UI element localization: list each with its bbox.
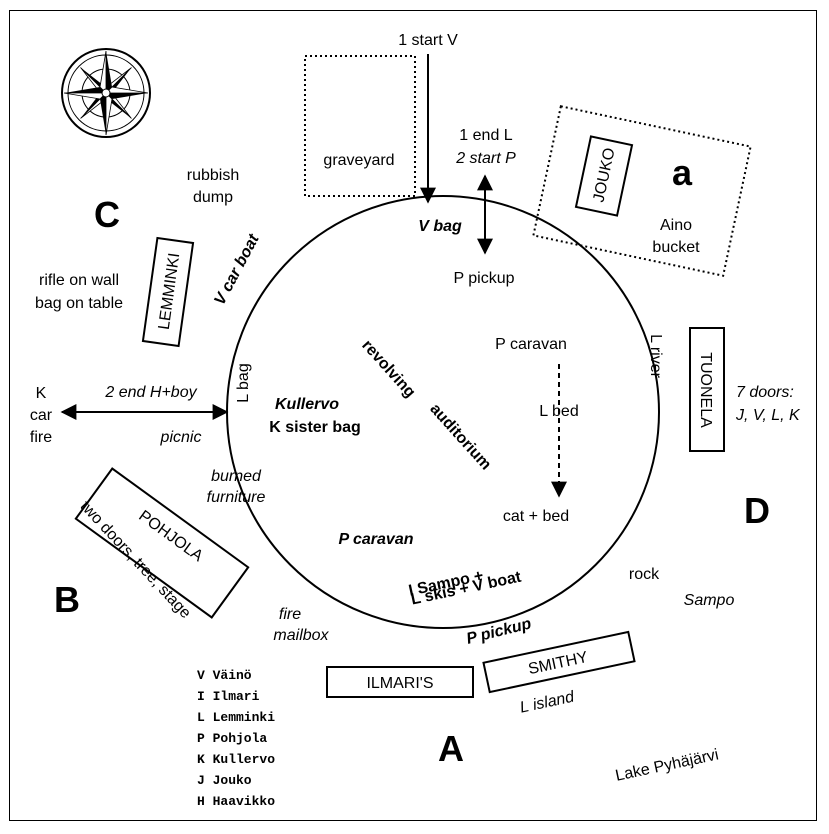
sampo-label: Sampo bbox=[684, 592, 735, 609]
rubbish-label: rubbish bbox=[187, 167, 239, 184]
revolving-label: revolving bbox=[358, 337, 418, 401]
mailbox-label: mailbox bbox=[273, 627, 329, 644]
cat-bed-label: cat + bed bbox=[503, 508, 569, 525]
graveyard-box bbox=[304, 55, 416, 197]
graveyard-label: graveyard bbox=[323, 152, 394, 169]
l-island-label: L island bbox=[518, 688, 576, 716]
start-p-label: 2 start P bbox=[455, 150, 516, 167]
seven-doors-label: 7 doors: bbox=[736, 384, 794, 401]
dump-label: dump bbox=[193, 189, 233, 206]
area-d-letter: D bbox=[744, 490, 770, 531]
p-caravan-italic-label: P caravan bbox=[338, 531, 413, 548]
lake-label: Lake Pyhäjärvi bbox=[614, 746, 720, 784]
legend-item: L Lemminki bbox=[197, 710, 275, 725]
compass-rose-icon bbox=[61, 48, 151, 138]
legend-item: P Pohjola bbox=[197, 731, 267, 746]
legend-item: K Kullervo bbox=[197, 752, 275, 767]
fire-bottom-label: fire bbox=[279, 606, 301, 623]
legend-item: V Väinö bbox=[197, 668, 252, 683]
k-sister-bag-label: K sister bag bbox=[269, 419, 361, 436]
rock-label: rock bbox=[629, 566, 660, 583]
fire-left-label: fire bbox=[30, 429, 52, 446]
area-a-letter: A bbox=[438, 728, 464, 769]
bag-table-label: bag on table bbox=[35, 295, 123, 312]
pohjola-box bbox=[74, 467, 250, 619]
p-caravan-label: P caravan bbox=[495, 336, 567, 353]
jouko-area-box bbox=[532, 105, 752, 277]
bucket-label: bucket bbox=[652, 239, 700, 256]
v-car-boat-label: V car boat bbox=[211, 231, 263, 308]
burned-label: burned bbox=[211, 468, 262, 485]
legend-item: J Jouko bbox=[197, 773, 252, 788]
area-b-letter: B bbox=[54, 579, 80, 620]
start-v-label: 1 start V bbox=[398, 32, 458, 49]
p-pickup-top-label: P pickup bbox=[453, 270, 514, 287]
doors-list-label: J, V, L, K bbox=[735, 407, 801, 424]
car-label: car bbox=[30, 407, 53, 424]
auditorium-label: auditorium bbox=[426, 401, 494, 474]
lemminki-box bbox=[141, 236, 195, 348]
l-river-label: L river bbox=[647, 334, 664, 379]
picnic-label: picnic bbox=[160, 429, 202, 446]
rifle-label: rifle on wall bbox=[39, 272, 119, 289]
kullervo-label: Kullervo bbox=[275, 396, 339, 413]
smithy-box bbox=[482, 630, 636, 694]
k-label: K bbox=[36, 385, 47, 402]
legend-item: H Haavikko bbox=[197, 794, 275, 809]
area-a-lower-letter: a bbox=[672, 152, 693, 193]
legend: V Väinö I Ilmari L Lemminki P Pohjola K … bbox=[197, 668, 275, 809]
end-h-boy-label: 2 end H+boy bbox=[104, 384, 197, 401]
end-l-label: 1 end L bbox=[459, 127, 512, 144]
l-bag-label: L bag bbox=[235, 363, 252, 402]
aino-label: Aino bbox=[660, 217, 692, 234]
area-c-letter: C bbox=[94, 194, 120, 235]
jouko-box bbox=[574, 135, 634, 217]
v-bag-label: V bag bbox=[418, 218, 462, 235]
legend-item: I Ilmari bbox=[197, 689, 260, 704]
tuonela-label: TUONELA bbox=[697, 352, 714, 428]
ilmaris-box bbox=[326, 666, 474, 698]
ilmaris-label: ILMARI'S bbox=[366, 675, 433, 692]
l-bed-label: L bed bbox=[539, 403, 578, 420]
tuonela-box bbox=[689, 327, 725, 452]
furniture-label: furniture bbox=[207, 489, 266, 506]
